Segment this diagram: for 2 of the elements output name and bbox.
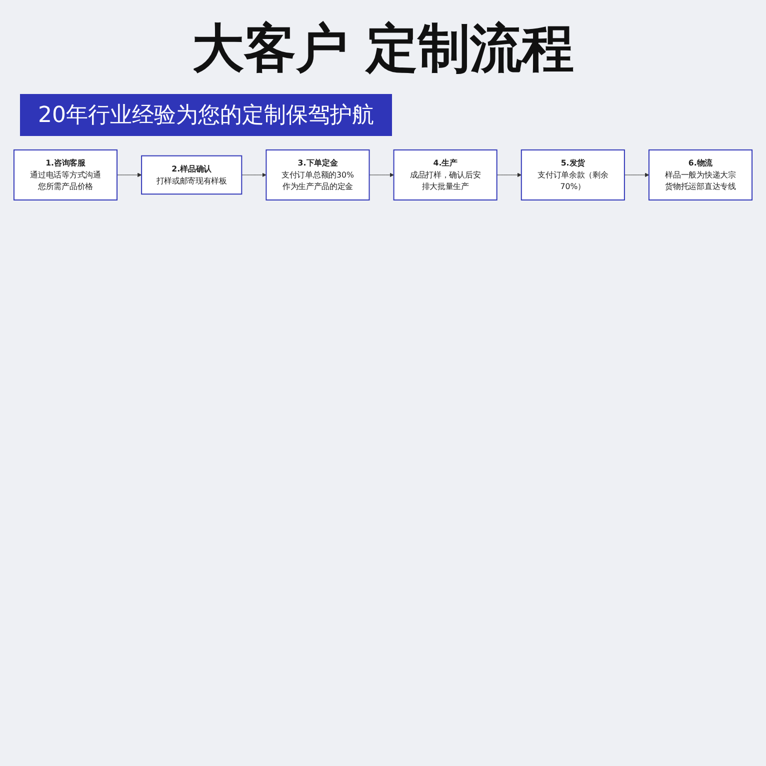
- title: 大客户 定制流程: [190, 18, 576, 81]
- subtitle-banner: 20年行业经验为您的定制保驾护航: [20, 94, 392, 136]
